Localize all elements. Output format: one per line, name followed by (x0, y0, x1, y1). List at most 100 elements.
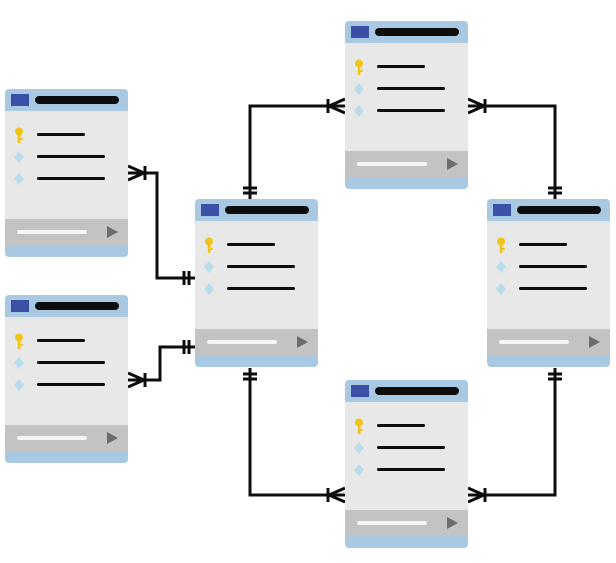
table-footer (345, 151, 468, 177)
field-line (519, 265, 587, 268)
table-footer (195, 329, 318, 355)
table-bottom-band (5, 451, 128, 463)
cardinality-many-mark (328, 97, 346, 108)
field-line (377, 87, 445, 90)
table-bottom-band (345, 536, 468, 548)
relationship-left-top-center (128, 171, 195, 280)
table-body (195, 221, 318, 329)
table-title-bar (375, 387, 459, 395)
table-header-square-icon (351, 26, 369, 38)
field-line (37, 383, 105, 386)
diamond-icon (13, 377, 25, 393)
diamond-icon (353, 462, 365, 478)
relationship-right-top (468, 104, 557, 199)
table-footer (345, 510, 468, 536)
play-arrow-icon (447, 158, 458, 170)
table-header-square-icon (11, 300, 29, 312)
footer-line (207, 340, 277, 344)
table-header-square-icon (201, 204, 219, 216)
field-line (377, 468, 445, 471)
table-body (345, 43, 468, 151)
play-arrow-icon (447, 517, 458, 529)
key-icon (203, 237, 215, 253)
play-arrow-icon (107, 432, 118, 444)
field-line (37, 155, 105, 158)
diamond-icon (13, 171, 25, 187)
field-line (377, 109, 445, 112)
field-line (37, 339, 85, 342)
table-card-top (345, 21, 468, 189)
table-header (345, 380, 468, 402)
field-line (519, 287, 587, 290)
field-line (377, 424, 425, 427)
table-header (345, 21, 468, 43)
table-body (345, 402, 468, 510)
footer-line (17, 230, 87, 234)
play-arrow-icon (297, 336, 308, 348)
table-header (195, 199, 318, 221)
footer-line (357, 162, 427, 166)
table-body (5, 317, 128, 425)
footer-line (17, 436, 87, 440)
table-header-square-icon (493, 204, 511, 216)
table-title-bar (517, 206, 601, 214)
cardinality-many-mark (127, 171, 145, 182)
diamond-icon (495, 281, 507, 297)
cardinality-many-mark (467, 104, 485, 115)
table-body (5, 111, 128, 219)
key-icon (13, 127, 25, 143)
table-header (5, 89, 128, 111)
field-line (227, 287, 295, 290)
cardinality-many-mark (328, 486, 346, 497)
footer-line (357, 521, 427, 525)
table-card-left-top (5, 89, 128, 257)
table-card-left-bottom (5, 295, 128, 463)
play-arrow-icon (107, 226, 118, 238)
table-header (487, 199, 610, 221)
table-footer (5, 219, 128, 245)
table-title-bar (35, 302, 119, 310)
diamond-icon (495, 259, 507, 275)
key-icon (353, 59, 365, 75)
relationship-center-bottom (248, 368, 345, 497)
table-title-bar (35, 96, 119, 104)
diamond-icon (353, 440, 365, 456)
cardinality-many-mark (127, 378, 145, 389)
table-bottom-band (345, 177, 468, 189)
table-card-right (487, 199, 610, 367)
table-card-center (195, 199, 318, 367)
diamond-icon (13, 149, 25, 165)
field-line (227, 265, 295, 268)
diamond-icon (203, 281, 215, 297)
cardinality-many-mark (467, 493, 485, 504)
footer-line (499, 340, 569, 344)
table-bottom-band (195, 355, 318, 367)
table-title-bar (225, 206, 309, 214)
key-icon (13, 333, 25, 349)
key-icon (353, 418, 365, 434)
key-icon (495, 237, 507, 253)
table-footer (5, 425, 128, 451)
diamond-icon (203, 259, 215, 275)
field-line (37, 361, 105, 364)
field-line (377, 446, 445, 449)
field-line (37, 177, 105, 180)
field-line (227, 243, 275, 246)
table-body (487, 221, 610, 329)
table-title-bar (375, 28, 459, 36)
relationship-right-bottom (468, 368, 557, 497)
field-line (37, 133, 85, 136)
table-header-square-icon (11, 94, 29, 106)
field-line (519, 243, 567, 246)
table-bottom-band (5, 245, 128, 257)
play-arrow-icon (589, 336, 600, 348)
table-header-square-icon (351, 385, 369, 397)
relationship-center-top (248, 104, 345, 199)
table-card-bottom (345, 380, 468, 548)
diamond-icon (353, 81, 365, 97)
table-footer (487, 329, 610, 355)
diamond-icon (353, 103, 365, 119)
table-bottom-band (487, 355, 610, 367)
